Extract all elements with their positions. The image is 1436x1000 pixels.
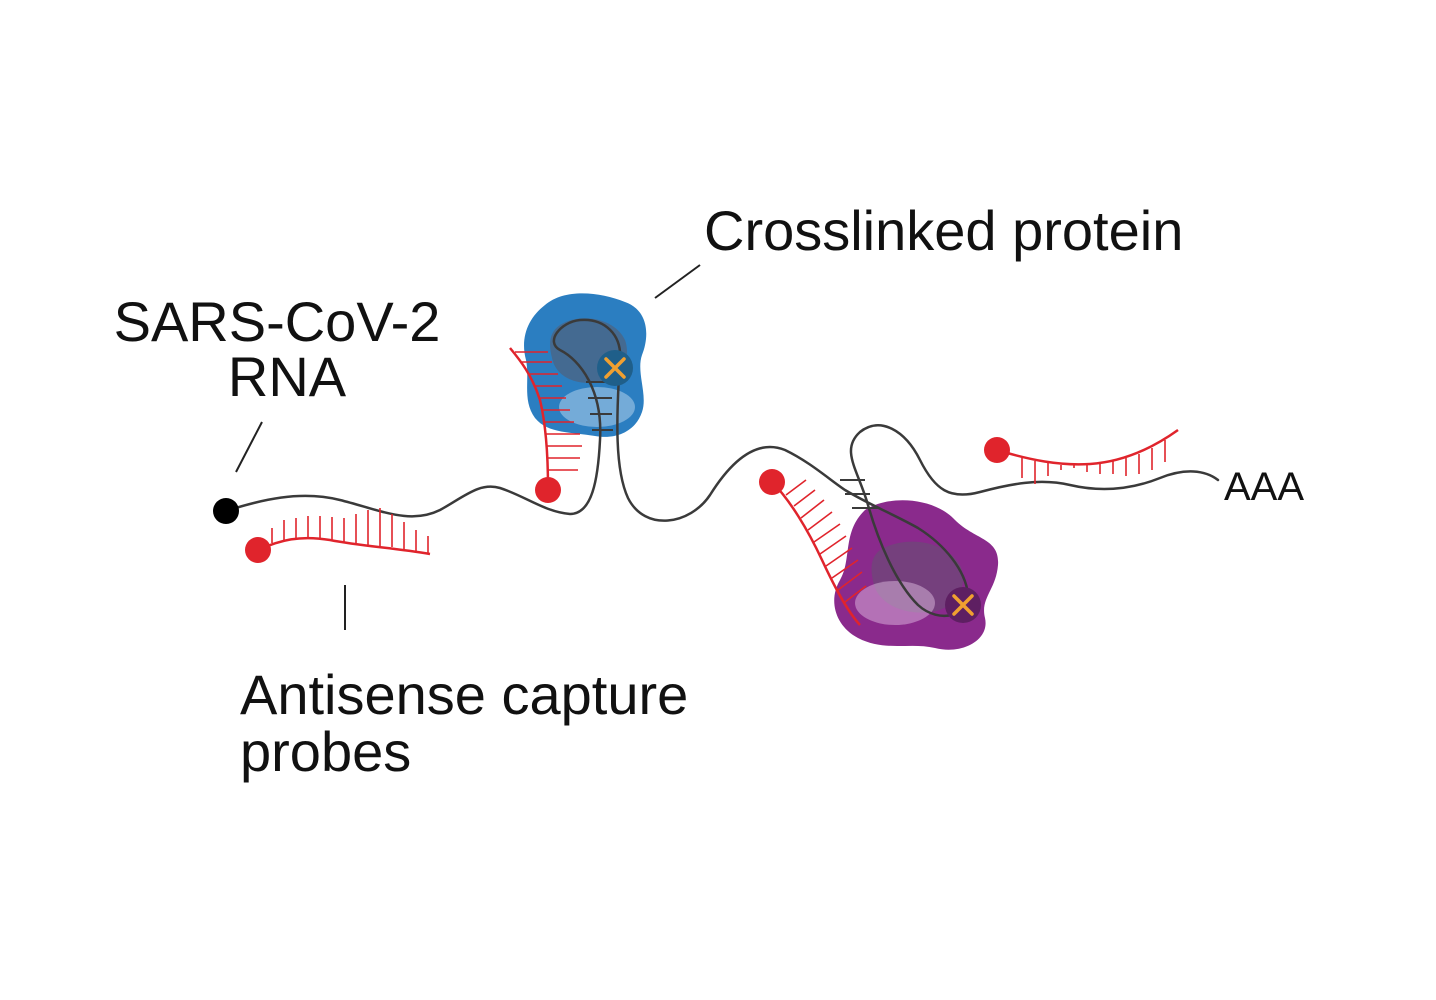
five-prime-cap xyxy=(213,498,239,524)
capture-probe-1 xyxy=(245,508,431,563)
hairpin-rungs-purple xyxy=(840,479,878,509)
probe-1-backbone xyxy=(257,536,431,556)
crosslink-mark-purple xyxy=(945,587,981,623)
probe-4-bead xyxy=(984,437,1010,463)
capture-probe-2 xyxy=(509,347,582,503)
probe-1-bead xyxy=(245,537,271,563)
label-probes-line1: Antisense capture xyxy=(240,663,688,726)
label-crosslinked-protein: Crosslinked protein xyxy=(704,199,1183,262)
probe-4-teeth xyxy=(1021,440,1166,484)
crosslink-mark-blue xyxy=(597,350,633,386)
rna-strand-segment-1 xyxy=(224,318,1220,618)
probe-2-teeth xyxy=(515,351,582,471)
probe-3-teeth xyxy=(785,479,867,603)
label-poly-a: AAA xyxy=(1224,465,1304,509)
x-mark-icon xyxy=(952,594,974,616)
capture-probe-3 xyxy=(759,469,867,626)
leader-line-rna xyxy=(235,421,263,473)
leader-lines xyxy=(235,264,701,630)
probe-2-bead xyxy=(535,477,561,503)
probe-3-bead xyxy=(759,469,785,495)
x-mark-icon xyxy=(604,357,626,379)
rna-strand xyxy=(224,318,1220,618)
label-rna-line1: SARS-CoV-2 xyxy=(114,290,441,353)
probe-3-backbone xyxy=(771,481,861,626)
leader-line-crosslinked-protein xyxy=(654,264,701,299)
probe-4-backbone xyxy=(996,428,1179,466)
purple-protein-highlight xyxy=(855,581,935,625)
probe-1-teeth xyxy=(271,508,429,553)
label-rna-line2: RNA xyxy=(228,345,347,408)
capture-probe-4 xyxy=(984,428,1179,484)
purple-protein-inner xyxy=(871,541,964,613)
probe-2-backbone xyxy=(509,347,550,489)
label-probes-line2: probes xyxy=(240,720,411,783)
